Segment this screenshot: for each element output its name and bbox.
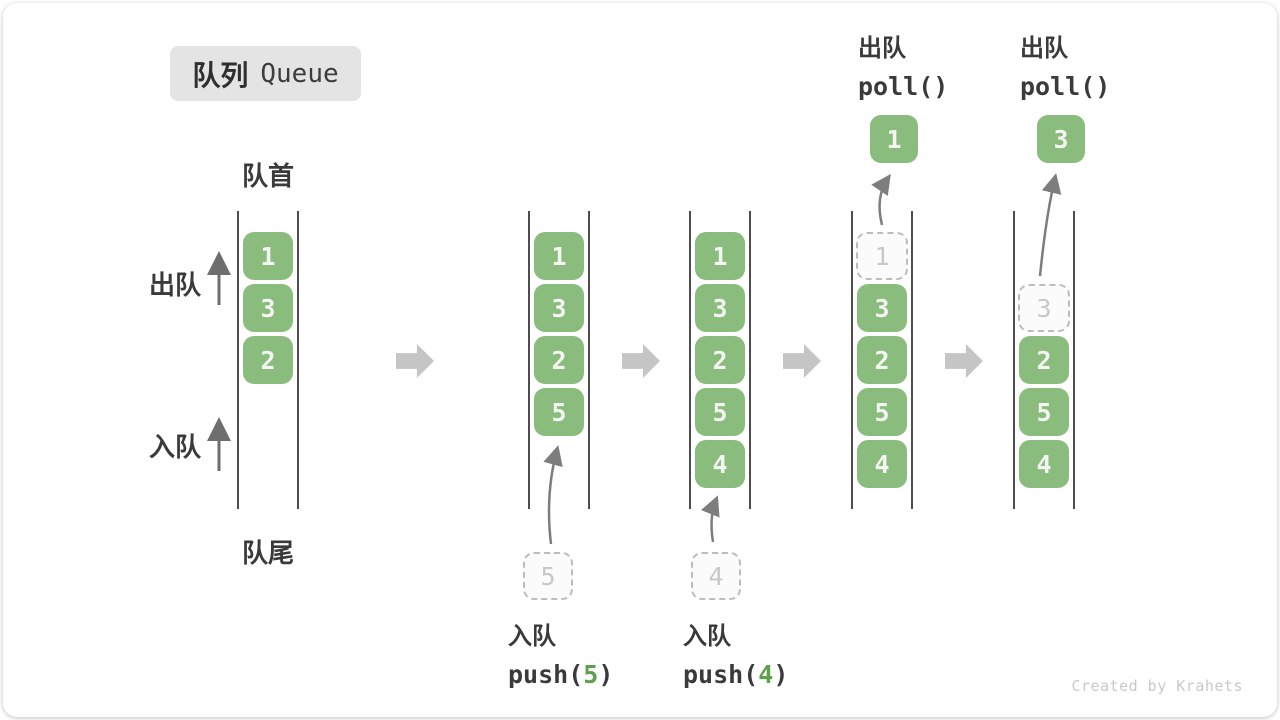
queue-cell: 3 bbox=[243, 284, 293, 332]
op-code-label: push(4) bbox=[683, 660, 789, 689]
op-arg: 4 bbox=[758, 660, 774, 689]
channel-left-line bbox=[1013, 211, 1015, 509]
ghost-cell: 3 bbox=[1018, 284, 1070, 332]
dequeue-label: 出队 bbox=[149, 270, 202, 300]
transition-arrow bbox=[396, 344, 434, 378]
channel-right-line bbox=[911, 211, 913, 509]
op-label: 出队 poll() bbox=[1020, 28, 1110, 101]
queue-cell: 2 bbox=[857, 336, 907, 384]
channel-left-line bbox=[851, 211, 853, 509]
queue-cell: 3 bbox=[695, 284, 745, 332]
ghost-cell: 1 bbox=[856, 232, 908, 280]
op-label: 出队 poll() bbox=[858, 28, 948, 101]
op-code-label: poll() bbox=[1020, 72, 1111, 101]
channel-right-line bbox=[297, 211, 299, 509]
op-zh-label: 入队 bbox=[683, 623, 731, 650]
queue-cell: 5 bbox=[857, 388, 907, 436]
title-box: 队列 Queue bbox=[170, 46, 361, 101]
queue-cell: 1 bbox=[695, 232, 745, 280]
title-zh: 队列 bbox=[192, 59, 249, 91]
channel-left-line bbox=[528, 211, 530, 509]
channel-right-line bbox=[1073, 211, 1075, 509]
op-zh-label: 出队 bbox=[1020, 35, 1068, 62]
op-label: 入队 push(5) bbox=[508, 616, 613, 689]
op-label: 入队 push(4) bbox=[683, 616, 788, 689]
op-arg: 5 bbox=[583, 660, 599, 689]
push-4-arrow bbox=[701, 495, 720, 543]
watermark: Created by Krahets bbox=[1071, 677, 1243, 695]
enqueue-label: 入队 bbox=[149, 432, 202, 462]
poll-1-arrow bbox=[871, 173, 891, 226]
queue-cell: 2 bbox=[695, 336, 745, 384]
queue-cell: 4 bbox=[857, 440, 907, 488]
popped-cell: 3 bbox=[1037, 115, 1085, 163]
op-code-label: poll() bbox=[858, 72, 949, 101]
popped-cell: 1 bbox=[870, 115, 918, 163]
queue-rear-label: 队尾 bbox=[241, 538, 294, 568]
queue-cell: 5 bbox=[1019, 388, 1069, 436]
poll-3-arrow bbox=[1038, 173, 1062, 277]
op-code-label: push(5) bbox=[508, 660, 614, 689]
queue-cell: 2 bbox=[534, 336, 584, 384]
channel-right-line bbox=[749, 211, 751, 509]
queue-cell: 5 bbox=[695, 388, 745, 436]
queue-cell: 3 bbox=[534, 284, 584, 332]
transition-arrow bbox=[945, 344, 983, 378]
queue-cell: 1 bbox=[243, 232, 293, 280]
channel-right-line bbox=[588, 211, 590, 509]
queue-cell: 2 bbox=[1019, 336, 1069, 384]
title-en: Queue bbox=[260, 58, 339, 89]
transition-arrow bbox=[783, 344, 821, 378]
channel-left-line bbox=[237, 211, 239, 509]
op-zh-label: 出队 bbox=[858, 35, 906, 62]
incoming-ghost-cell: 5 bbox=[523, 552, 573, 600]
queue-cell: 2 bbox=[243, 336, 293, 384]
queue-front-label: 队首 bbox=[241, 161, 294, 191]
transition-arrow bbox=[622, 344, 660, 378]
op-zh-label: 入队 bbox=[508, 623, 556, 650]
queue-cell: 1 bbox=[534, 232, 584, 280]
queue-cell: 4 bbox=[1019, 440, 1069, 488]
push-5-arrow bbox=[543, 445, 563, 545]
queue-cell: 5 bbox=[534, 388, 584, 436]
incoming-ghost-cell: 4 bbox=[691, 552, 741, 600]
queue-cell: 4 bbox=[695, 440, 745, 488]
channel-left-line bbox=[689, 211, 691, 509]
queue-cell: 3 bbox=[857, 284, 907, 332]
